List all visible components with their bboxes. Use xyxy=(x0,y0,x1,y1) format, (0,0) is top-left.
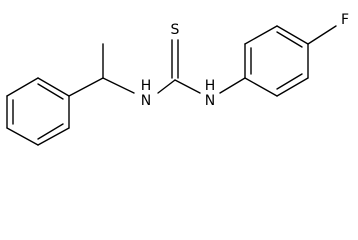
bond xyxy=(219,77,246,94)
bond xyxy=(68,77,104,97)
amine-right-h: H xyxy=(205,78,216,94)
bond xyxy=(174,79,201,94)
fluoro-bond xyxy=(307,25,337,45)
amine-left-h: H xyxy=(141,78,152,94)
bond xyxy=(37,127,70,146)
amine-right-n: N xyxy=(205,93,215,109)
double-bond-inner xyxy=(276,73,303,90)
chemical-structure: S H N H N F xyxy=(6,12,349,146)
fluorophenyl-ring xyxy=(244,25,337,97)
bond xyxy=(276,25,309,45)
double-bond-inner xyxy=(276,31,303,48)
sulfur-label: S xyxy=(171,22,180,38)
bond xyxy=(244,25,278,45)
bond xyxy=(276,77,309,97)
bond xyxy=(102,77,135,94)
bond xyxy=(6,127,39,146)
bond xyxy=(37,77,70,97)
amine-left-n: N xyxy=(141,93,151,109)
bond xyxy=(244,77,278,97)
bond xyxy=(157,79,176,94)
phenyl-ring xyxy=(6,77,70,146)
double-bond-inner xyxy=(37,123,64,140)
bond xyxy=(6,77,39,97)
fluorine-label: F xyxy=(341,12,349,28)
double-bond-inner xyxy=(37,83,64,100)
